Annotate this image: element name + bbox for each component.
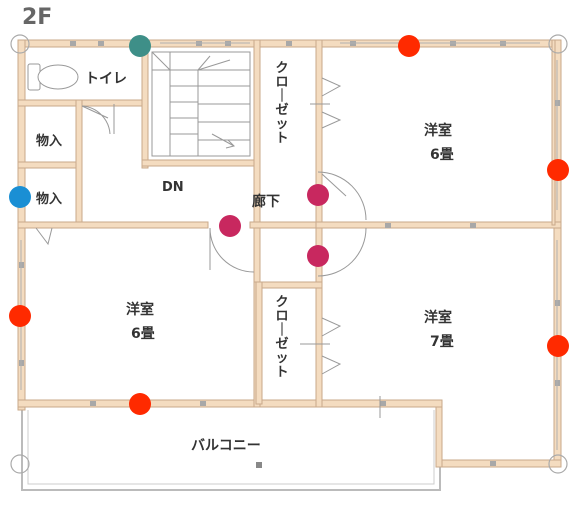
closet-doors [300,77,381,418]
room-se-name: 洋室 [424,309,452,326]
room-w-size: 6畳 [131,326,155,342]
outlet-marker [129,393,151,415]
outlet-marker [398,35,420,57]
balcony-label: バルコニー [191,438,261,454]
teal-marker [129,35,151,57]
room-ne-name: 洋室 [424,122,452,139]
stairs-down-label: DN [162,180,184,195]
closet-top-label: クロ｜ゼット [275,61,288,146]
outlet-markers [9,35,569,415]
room-labels: トイレ 物入 物入 DN 廊下 洋室 6畳 洋室 6畳 洋室 7畳 バルコニー … [36,61,454,468]
door-outlet-marker [219,215,241,237]
room-se-size: 7畳 [430,334,454,350]
drain-marker [256,462,262,468]
balcony-outline [21,405,441,491]
storage-mid-label: 物入 [36,191,62,207]
staircase [151,51,251,157]
corner-columns [10,34,568,474]
floor-label: 2F [22,5,52,30]
hallway-label: 廊下 [252,193,280,210]
toilet-label: トイレ [85,71,127,87]
walls [17,39,562,468]
door-swings [35,104,367,277]
outlet-marker [547,159,569,181]
blue-marker [9,186,31,208]
toilet-fixture [27,63,79,91]
closet-mid-label: クロ｜ゼット [275,295,288,380]
room-ne-size: 6畳 [430,147,454,163]
outlet-marker [9,305,31,327]
storage-top-label: 物入 [36,133,62,149]
door-outlet-marker [307,245,329,267]
door-outlet-marker [307,184,329,206]
outlet-marker [547,335,569,357]
room-w-name: 洋室 [126,301,154,318]
